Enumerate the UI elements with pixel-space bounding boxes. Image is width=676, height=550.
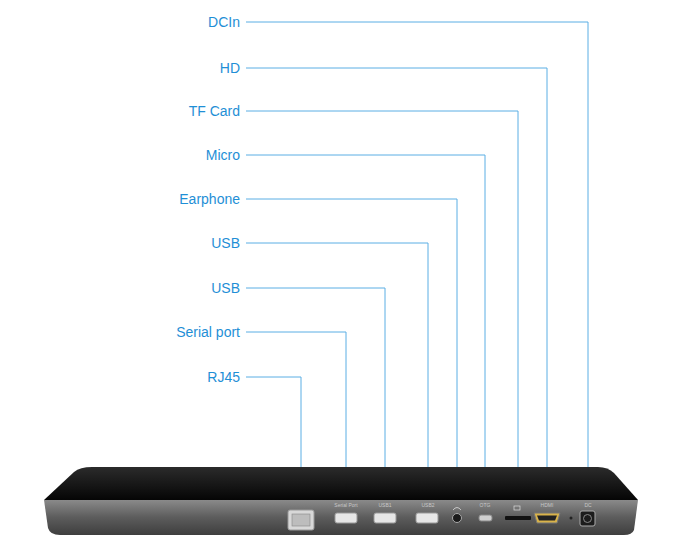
port-marking: OTG xyxy=(480,502,491,508)
device-top xyxy=(44,467,638,500)
leader-lines xyxy=(246,22,588,498)
device-edge xyxy=(44,500,638,535)
leader-line xyxy=(246,288,385,498)
port-marking: HDMI xyxy=(541,502,554,508)
ports xyxy=(288,506,595,530)
port-label: HD xyxy=(220,60,240,76)
port-marking: USB1 xyxy=(378,502,391,508)
leader-line xyxy=(246,199,457,498)
leader-line xyxy=(246,155,485,498)
leader-line xyxy=(246,243,428,498)
leader-line xyxy=(246,111,518,498)
port-label: TF Card xyxy=(189,103,240,119)
leader-line xyxy=(246,68,547,498)
port-label: USB xyxy=(211,280,240,296)
port-label: RJ45 xyxy=(207,369,240,385)
port-label: Serial port xyxy=(176,324,240,340)
port-label: Micro xyxy=(206,147,240,163)
port-label: USB xyxy=(211,235,240,251)
port-marking: USB2 xyxy=(421,502,434,508)
port-marking: DC xyxy=(584,502,591,508)
port-label: DCIn xyxy=(208,14,240,30)
leader-line xyxy=(246,22,588,498)
port-marking: Serial Port xyxy=(334,502,357,508)
port-label: Earphone xyxy=(179,191,240,207)
